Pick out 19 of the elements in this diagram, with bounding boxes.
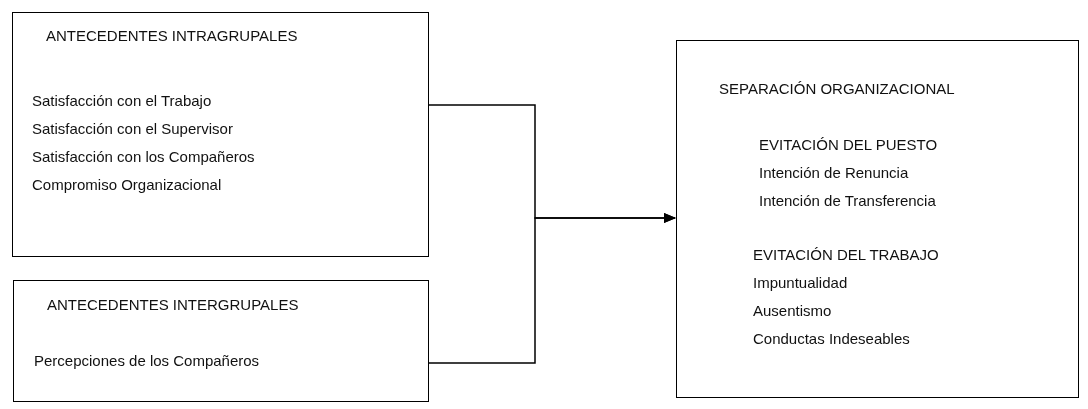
box-heading: SEPARACIÓN ORGANIZACIONAL [719,80,955,98]
connector-arrow [428,213,676,364]
text-box [13,280,429,402]
box-heading: ANTECEDENTES INTERGRUPALES [47,296,299,314]
box-text: Impuntualidad [753,274,848,292]
box-text: Percepciones de los Compañeros [34,352,260,370]
box-text: Compromiso Organizacional [32,176,222,194]
box-text: EVITACIÓN DEL TRABAJO [753,246,939,264]
box-text: Satisfacción con el Trabajo [32,92,212,110]
box-text: EVITACIÓN DEL PUESTO [759,136,938,154]
box-heading: ANTECEDENTES INTRAGRUPALES [46,27,298,45]
box-text: Intención de Transferencia [759,192,936,210]
box-text: Ausentismo [753,302,832,320]
box-text: Conductas Indeseables [753,330,910,348]
box-text: Satisfacción con los Compañeros [32,148,255,166]
text-box [676,40,1079,398]
text-box [12,12,429,257]
box-text: Intención de Renuncia [759,164,909,182]
box-text: Satisfacción con el Supervisor [32,120,233,138]
